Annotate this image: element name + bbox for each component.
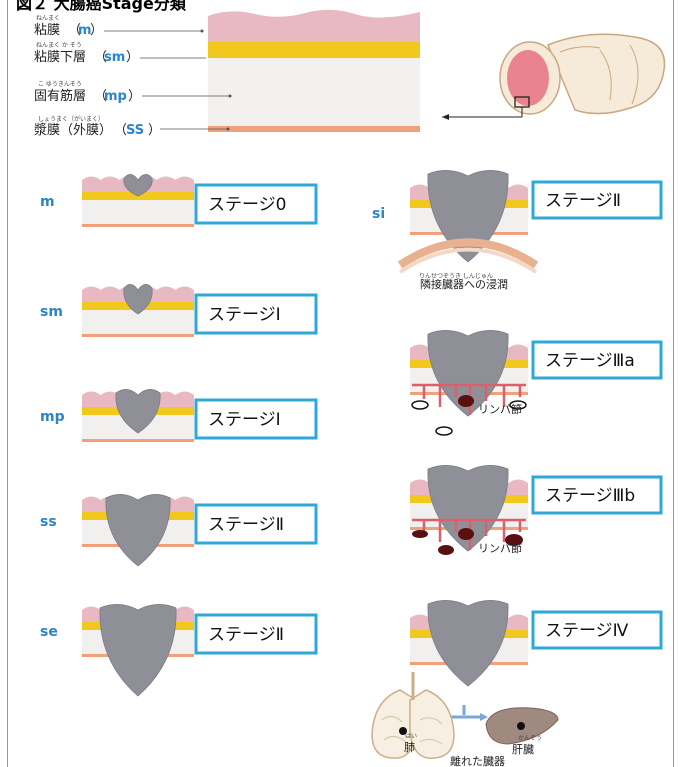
layer-code: mp [104, 89, 127, 104]
layer-ruby: こ ゆうきんそう [38, 81, 82, 88]
invasion-code: mp [40, 409, 65, 425]
stage-row: sm ステージⅠ [40, 284, 316, 337]
svg-text:）: ） [126, 50, 139, 65]
tumor-shape [106, 494, 170, 566]
stage-label: ステージⅣ [545, 621, 629, 641]
invasion-code: sm [40, 304, 63, 320]
lymph-node-caption: リンパ節 [478, 541, 522, 555]
distant-organs-label: 離れた臓器 [450, 754, 505, 767]
layer-ruby: ねんまく [36, 15, 60, 22]
svg-text:）: ） [90, 23, 103, 38]
stage-row: ステージⅣ [410, 600, 661, 686]
colon-illustration [442, 34, 665, 120]
layer-ruby: しょうまく（がいまく） [38, 115, 104, 123]
stage-row: m ステージ0 [40, 174, 316, 227]
lung-label: 肺 [404, 741, 415, 754]
lymph-node-caption: リンパ節 [478, 402, 522, 416]
invasion-code: si [372, 206, 385, 222]
svg-text:）: ） [148, 123, 161, 138]
stage-label: ステージⅡ [208, 625, 284, 645]
stage-label: ステージⅠ [208, 305, 281, 325]
invasion-code: se [40, 624, 58, 640]
liver-ruby: かんぞう [518, 735, 542, 742]
stage-row: ステージⅢb リンパ節 [410, 465, 661, 555]
stage-row: ステージⅢa リンパ節 [410, 330, 661, 435]
stage-label: ステージⅡ [208, 515, 284, 535]
stage-row: se ステージⅡ [40, 604, 316, 696]
tumor-shape [428, 600, 508, 686]
layer-label: 固有筋層 [34, 88, 86, 104]
svg-text:）: ） [128, 89, 141, 104]
stage-label: ステージⅢa [545, 351, 635, 371]
layer-label: 粘膜下層 [34, 50, 86, 65]
tumor-shape [100, 604, 176, 696]
invasion-code: ss [40, 514, 57, 530]
stage-label: ステージⅢb [545, 486, 635, 506]
layer-label: 粘膜 [34, 23, 60, 38]
layer-label: 漿膜（外膜） [34, 123, 112, 138]
layer-cross-section [208, 10, 420, 132]
stage-row: ss ステージⅡ [40, 494, 316, 566]
liver-label: 肝臓 [512, 743, 534, 756]
stage-row: mp ステージⅠ [40, 389, 316, 442]
layer-code: sm [104, 50, 125, 65]
stage-label: ステージⅡ [545, 191, 621, 211]
distant-organs: はい 肺 かんぞう 肝臓 離れた臓器 [372, 672, 558, 767]
invasion-caption: 隣接臓器への浸潤 [420, 277, 508, 291]
layer-labels: ねんまく 粘膜 （ m ） ねんまく か そう 粘膜下層 （ sm ） こ ゆう… [34, 15, 232, 138]
left-stage-column: m ステージ0 sm ステージⅠ mp ステージⅠ ss ステージⅡ se ステージⅡ [40, 174, 316, 696]
invasion-code: m [40, 194, 55, 210]
stage-label: ステージ0 [208, 195, 286, 215]
layer-ruby: ねんまく か そう [36, 42, 82, 49]
layer-code: SS [126, 123, 144, 138]
lung-ruby: はい [405, 733, 417, 740]
stage-label: ステージⅠ [208, 410, 281, 430]
